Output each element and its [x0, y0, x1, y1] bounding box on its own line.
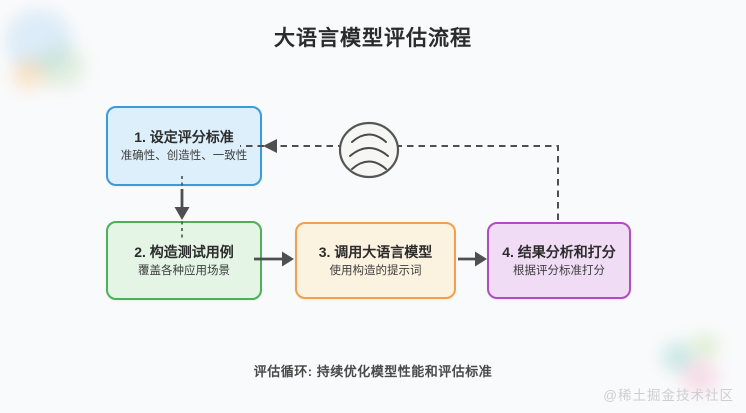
- step-2-subtitle: 覆盖各种应用场景: [138, 264, 230, 277]
- step-4-subtitle: 根据评分标准打分: [513, 264, 605, 277]
- step-box-3: 3. 调用大语言模型 使用构造的提示词: [295, 222, 456, 299]
- signal-arcs-icon: [338, 121, 400, 179]
- feedback-loop-arrowhead: [263, 139, 277, 153]
- step-3-title: 3. 调用大语言模型: [318, 243, 433, 260]
- step-box-4: 4. 结果分析和打分 根据评分标准打分: [487, 222, 631, 299]
- step-box-2: 2. 构造测试用例 覆盖各种应用场景: [106, 221, 262, 300]
- diagram-title: 大语言模型评估流程: [274, 27, 472, 50]
- loop-caption: 评估循环: 持续优化模型性能和评估标准: [253, 364, 493, 379]
- watermark: @稀土掘金技术社区: [603, 388, 734, 403]
- step-box-1: 1. 设定评分标准 准确性、创造性、一致性: [106, 106, 262, 186]
- step-1-subtitle: 准确性、创造性、一致性: [120, 150, 248, 163]
- arrowhead-step3-step4: [475, 251, 487, 267]
- feedback-loop-line: [240, 145, 559, 220]
- signal-arc-top: [351, 133, 387, 143]
- step-2-title: 2. 构造测试用例: [134, 243, 234, 260]
- arrowhead-step1-step2: [174, 207, 190, 220]
- step-1-title: 1. 设定评分标准: [134, 129, 234, 146]
- signal-arc-middle: [349, 147, 389, 157]
- decor-blob-orange: [12, 58, 46, 90]
- decor-blob-green: [40, 46, 84, 88]
- step-4-title: 4. 结果分析和打分: [502, 243, 616, 260]
- signal-arc-bottom: [351, 160, 387, 170]
- arrowhead-step2-step3: [282, 251, 294, 267]
- signal-icon-circle: [338, 121, 400, 179]
- step-3-subtitle: 使用构造的提示词: [329, 264, 422, 277]
- decor-blob-green2: [692, 334, 718, 358]
